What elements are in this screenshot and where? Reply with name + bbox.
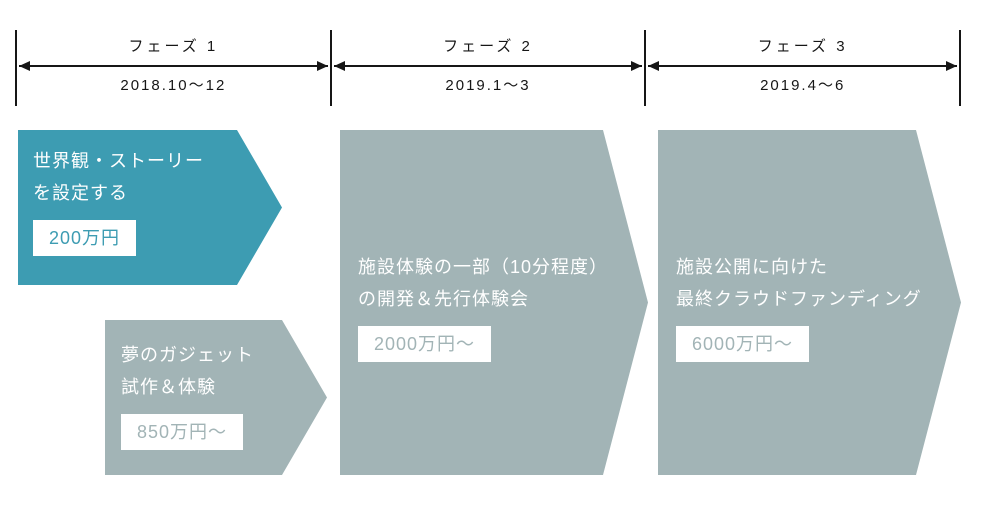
double-headed-arrow (19, 61, 328, 71)
phase-1-label: フェーズ 1 (128, 38, 219, 55)
phase-3-label: フェーズ 3 (757, 38, 848, 55)
phase-2-dates: 2019.1〜3 (445, 77, 531, 94)
double-headed-arrow (648, 61, 958, 71)
timeline-phase-2: フェーズ 2 2019.1〜3 (329, 30, 645, 106)
block-dream-gadget: 夢のガジェット 試作＆体験 850万円〜 (105, 320, 327, 475)
block-facility-experience: 施設体験の一部（10分程度） の開発＆先行体験会 2000万円〜 (340, 130, 648, 475)
block-text-line: 世界観・ストーリー (33, 151, 204, 171)
phase-3-dates: 2019.4〜6 (760, 77, 846, 94)
block-text-line: 施設公開に向けた (676, 257, 828, 277)
block-text-line: 最終クラウドファンディング (676, 289, 922, 310)
block-text-line: 夢のガジェット (121, 345, 254, 365)
block-text-line: の開発＆先行体験会 (358, 289, 529, 310)
price-badge: 6000万円〜 (676, 326, 809, 362)
price-badge: 2000万円〜 (358, 326, 491, 362)
timeline-phase-1: フェーズ 1 2018.10〜12 (15, 30, 330, 106)
timeline: フェーズ 1 2018.10〜12 フェーズ 2 2019.1〜3 フェーズ 3… (15, 30, 962, 106)
price-badge: 200万円 (33, 220, 136, 256)
phase-2-label: フェーズ 2 (443, 38, 533, 55)
block-final-crowdfunding: 施設公開に向けた 最終クラウドファンディング 6000万円〜 (658, 130, 961, 475)
phase-1-dates: 2018.10〜12 (120, 77, 227, 94)
block-worldview-story: 世界観・ストーリー を設定する 200万円 (18, 130, 282, 285)
double-headed-arrow (333, 61, 643, 71)
block-text-line: 試作＆体験 (121, 377, 216, 398)
timeline-phase-3: フェーズ 3 2019.4〜6 (644, 30, 962, 106)
block-text-line: を設定する (33, 183, 128, 204)
block-text-line: 施設体験の一部（10分程度） (358, 257, 609, 277)
price-badge: 850万円〜 (121, 414, 243, 450)
